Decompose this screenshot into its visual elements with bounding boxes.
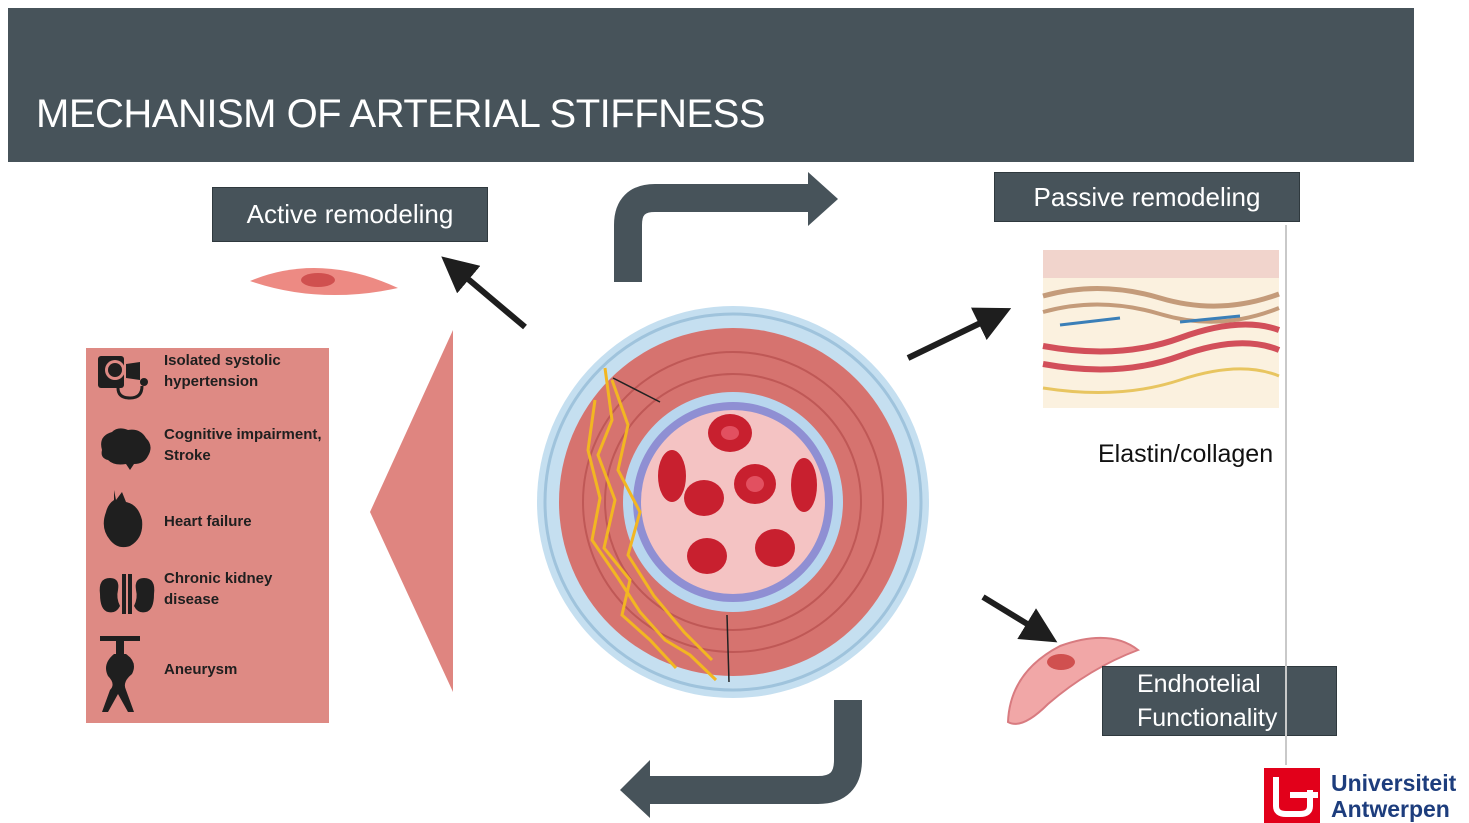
diseases-panel: Isolated systolic hypertension Cognitive…	[86, 348, 329, 723]
wedge-connector	[370, 330, 453, 692]
disease-item-hypertension: Isolated systolic hypertension	[164, 350, 281, 392]
arrow-to-passive	[908, 316, 995, 358]
disease-label: Aneurysm	[164, 659, 237, 680]
active-remodeling-label: Active remodeling	[212, 187, 488, 242]
endothelial-label-line2: Functionality	[1137, 701, 1277, 735]
cycle-arrow-bottom	[620, 700, 848, 818]
divider-line	[1285, 225, 1287, 765]
disease-item-heart-failure: Heart failure	[164, 511, 252, 532]
aorta-icon	[96, 632, 154, 716]
arrow-to-active	[455, 268, 525, 327]
smooth-muscle-cell-icon	[250, 268, 398, 295]
endothelial-functionality-label: Endhotelial Functionality	[1102, 666, 1337, 736]
disease-label: Heart failure	[164, 511, 252, 532]
kidney-icon	[96, 570, 158, 618]
university-logo-text: Universiteit Antwerpen	[1331, 770, 1456, 822]
university-logo-icon	[1264, 768, 1320, 823]
passive-remodeling-label: Passive remodeling	[994, 172, 1300, 222]
disease-item-aneurysm: Aneurysm	[164, 659, 237, 680]
disease-label: hypertension	[164, 371, 281, 392]
disease-label: Stroke	[164, 445, 322, 466]
brain-icon	[96, 426, 154, 472]
cycle-arrow-top	[628, 172, 838, 282]
artery-cross-section-icon	[537, 306, 929, 698]
endothelial-label-line1: Endhotelial	[1137, 667, 1261, 701]
disease-label: Chronic kidney	[164, 568, 272, 589]
blood-pressure-icon	[96, 350, 154, 402]
disease-item-cognitive: Cognitive impairment, Stroke	[164, 424, 322, 466]
disease-label: Isolated systolic	[164, 350, 281, 371]
logo-line1: Universiteit	[1331, 770, 1456, 796]
elastin-collagen-label: Elastin/collagen	[1098, 440, 1273, 469]
arrow-to-endothelial	[983, 597, 1042, 633]
disease-item-ckd: Chronic kidney disease	[164, 568, 272, 610]
disease-label: Cognitive impairment,	[164, 424, 322, 445]
elastin-collagen-tissue-icon	[1043, 250, 1279, 408]
disease-label: disease	[164, 589, 272, 610]
logo-line2: Antwerpen	[1331, 796, 1456, 822]
heart-icon	[96, 486, 154, 550]
